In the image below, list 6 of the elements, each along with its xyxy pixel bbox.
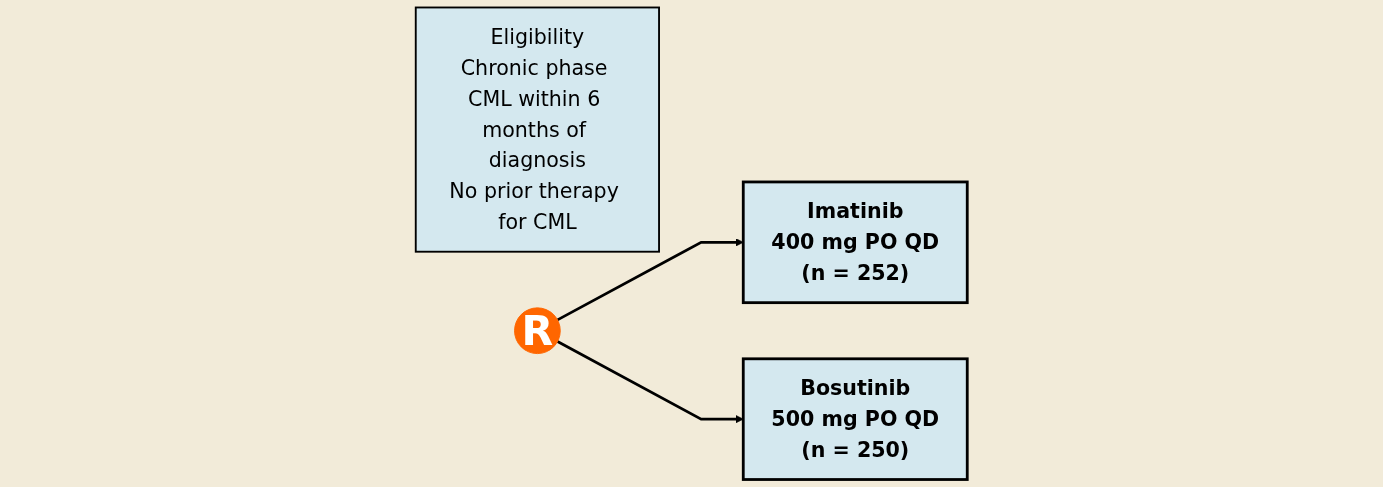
node-box: Eligibility Chronic phase CML within 6 months of diagnosis No prior therapy for CML: [414, 6, 660, 253]
arrow: [556, 340, 744, 424]
node-circle: R: [514, 307, 561, 355]
arrow: [556, 238, 744, 322]
node-box: Imatinib 400 mg PO QD (n = 252): [741, 180, 969, 305]
node-box: Bosutinib 500 mg PO QD (n = 250): [741, 357, 969, 481]
